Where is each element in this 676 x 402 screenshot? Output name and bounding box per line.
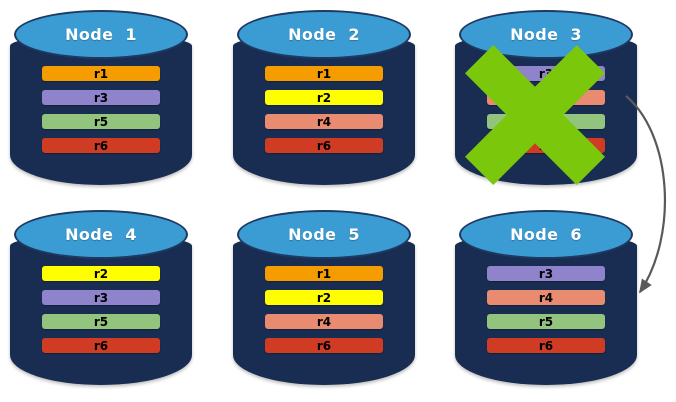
record-list: r1 r2 r4 r6 — [265, 266, 383, 353]
record-bar[interactable]: r4 — [487, 290, 605, 305]
record-bar[interactable]: r2 — [265, 90, 383, 105]
database-node-3[interactable]: Node 3 r3 r4 r5 r6 — [455, 10, 637, 185]
database-node-1[interactable]: Node 1 r1 r3 r5 r6 — [10, 10, 192, 185]
record-bar[interactable]: r3 — [42, 90, 160, 105]
node-title: Node 5 — [288, 225, 360, 244]
record-bar[interactable]: r4 — [265, 314, 383, 329]
record-bar[interactable]: r6 — [487, 138, 605, 153]
database-node-5[interactable]: Node 5 r1 r2 r4 r6 — [233, 210, 415, 385]
cylinder-body — [10, 234, 192, 385]
record-bar[interactable]: r1 — [265, 66, 383, 81]
record-bar[interactable]: r6 — [265, 338, 383, 353]
cylinder-body — [10, 34, 192, 185]
record-bar[interactable]: r6 — [487, 338, 605, 353]
cylinder-lid: Node 3 — [459, 10, 633, 59]
record-list: r2 r3 r5 r6 — [42, 266, 160, 353]
node-title: Node 4 — [65, 225, 137, 244]
record-list: r1 r2 r4 r6 — [265, 66, 383, 153]
node-title: Node 2 — [288, 25, 360, 44]
database-node-6[interactable]: Node 6 r3 r4 r5 r6 — [455, 210, 637, 385]
record-bar[interactable]: r6 — [42, 338, 160, 353]
record-bar[interactable]: r4 — [265, 114, 383, 129]
cylinder-body — [233, 34, 415, 185]
record-bar[interactable]: r6 — [42, 138, 160, 153]
cylinder-lid: Node 6 — [459, 210, 633, 259]
cylinder-lid: Node 5 — [237, 210, 411, 259]
record-bar[interactable]: r5 — [487, 114, 605, 129]
cylinder-lid: Node 4 — [14, 210, 188, 259]
record-bar[interactable]: r3 — [487, 266, 605, 281]
record-bar[interactable]: r5 — [42, 314, 160, 329]
record-bar[interactable]: r2 — [42, 266, 160, 281]
cylinder-body — [233, 234, 415, 385]
node-title: Node 6 — [510, 225, 582, 244]
record-bar[interactable]: r1 — [265, 266, 383, 281]
record-bar[interactable]: r3 — [42, 290, 160, 305]
record-list: r3 r4 r5 r6 — [487, 266, 605, 353]
record-bar[interactable]: r4 — [487, 90, 605, 105]
record-bar[interactable]: r3 — [487, 66, 605, 81]
cylinder-lid: Node 2 — [237, 10, 411, 59]
record-bar[interactable]: r5 — [42, 114, 160, 129]
record-bar[interactable]: r2 — [265, 290, 383, 305]
node-title: Node 1 — [65, 25, 137, 44]
node-title: Node 3 — [510, 25, 582, 44]
cylinder-body — [455, 234, 637, 385]
record-bar[interactable]: r6 — [265, 138, 383, 153]
record-bar[interactable]: r5 — [487, 314, 605, 329]
cylinder-lid: Node 1 — [14, 10, 188, 59]
record-bar[interactable]: r1 — [42, 66, 160, 81]
database-node-2[interactable]: Node 2 r1 r2 r4 r6 — [233, 10, 415, 185]
record-list: r3 r4 r5 r6 — [487, 66, 605, 153]
database-node-4[interactable]: Node 4 r2 r3 r5 r6 — [10, 210, 192, 385]
record-list: r1 r3 r5 r6 — [42, 66, 160, 153]
